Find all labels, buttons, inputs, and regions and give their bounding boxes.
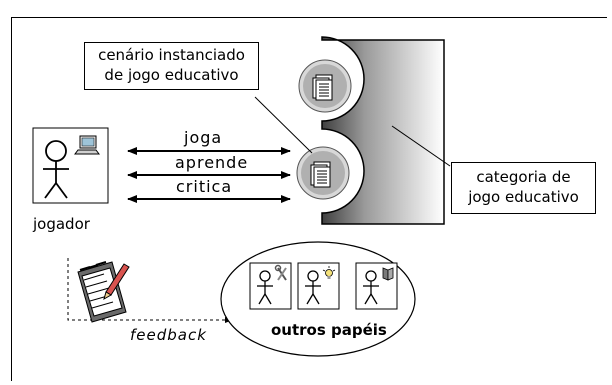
category-label-line2: jogo educativo <box>468 188 579 206</box>
role-icon-educator <box>355 262 398 310</box>
role-icon-designer <box>297 262 340 310</box>
scenario-label-line1: cenário instanciado <box>98 46 245 64</box>
document-stack-icon <box>310 161 331 188</box>
book-icon <box>382 267 394 281</box>
scenario-label-line2: de jogo educativo <box>104 66 239 84</box>
scenario-icon-bottom <box>296 146 350 200</box>
action-label-aprende: aprende <box>175 153 249 172</box>
player-label: jogador <box>33 215 90 233</box>
feedback-label: feedback <box>130 326 207 344</box>
role-icon-developer <box>249 262 292 310</box>
category-label-line1: categoria de <box>476 168 571 186</box>
computer-icon <box>74 135 100 155</box>
lightbulb-icon <box>322 266 336 279</box>
wrench-icon <box>274 264 287 281</box>
feedback-dashed-path <box>67 258 233 323</box>
player-icon <box>32 127 109 204</box>
category-panel <box>321 36 445 225</box>
diagram-frame <box>11 17 607 381</box>
document-stack-icon <box>312 74 333 101</box>
other-roles-label: outros papéis <box>271 321 387 339</box>
notepad-pencil-icon <box>77 261 130 323</box>
category-leader-line <box>391 125 451 167</box>
scenario-leader-line <box>254 96 313 154</box>
category-label-box: categoria de jogo educativo <box>451 162 596 214</box>
action-label-critica: critica <box>176 177 233 196</box>
scenario-label-box: cenário instanciado de jogo educativo <box>84 42 259 90</box>
scenario-icon-top <box>298 59 352 113</box>
action-label-joga: joga <box>184 128 223 147</box>
